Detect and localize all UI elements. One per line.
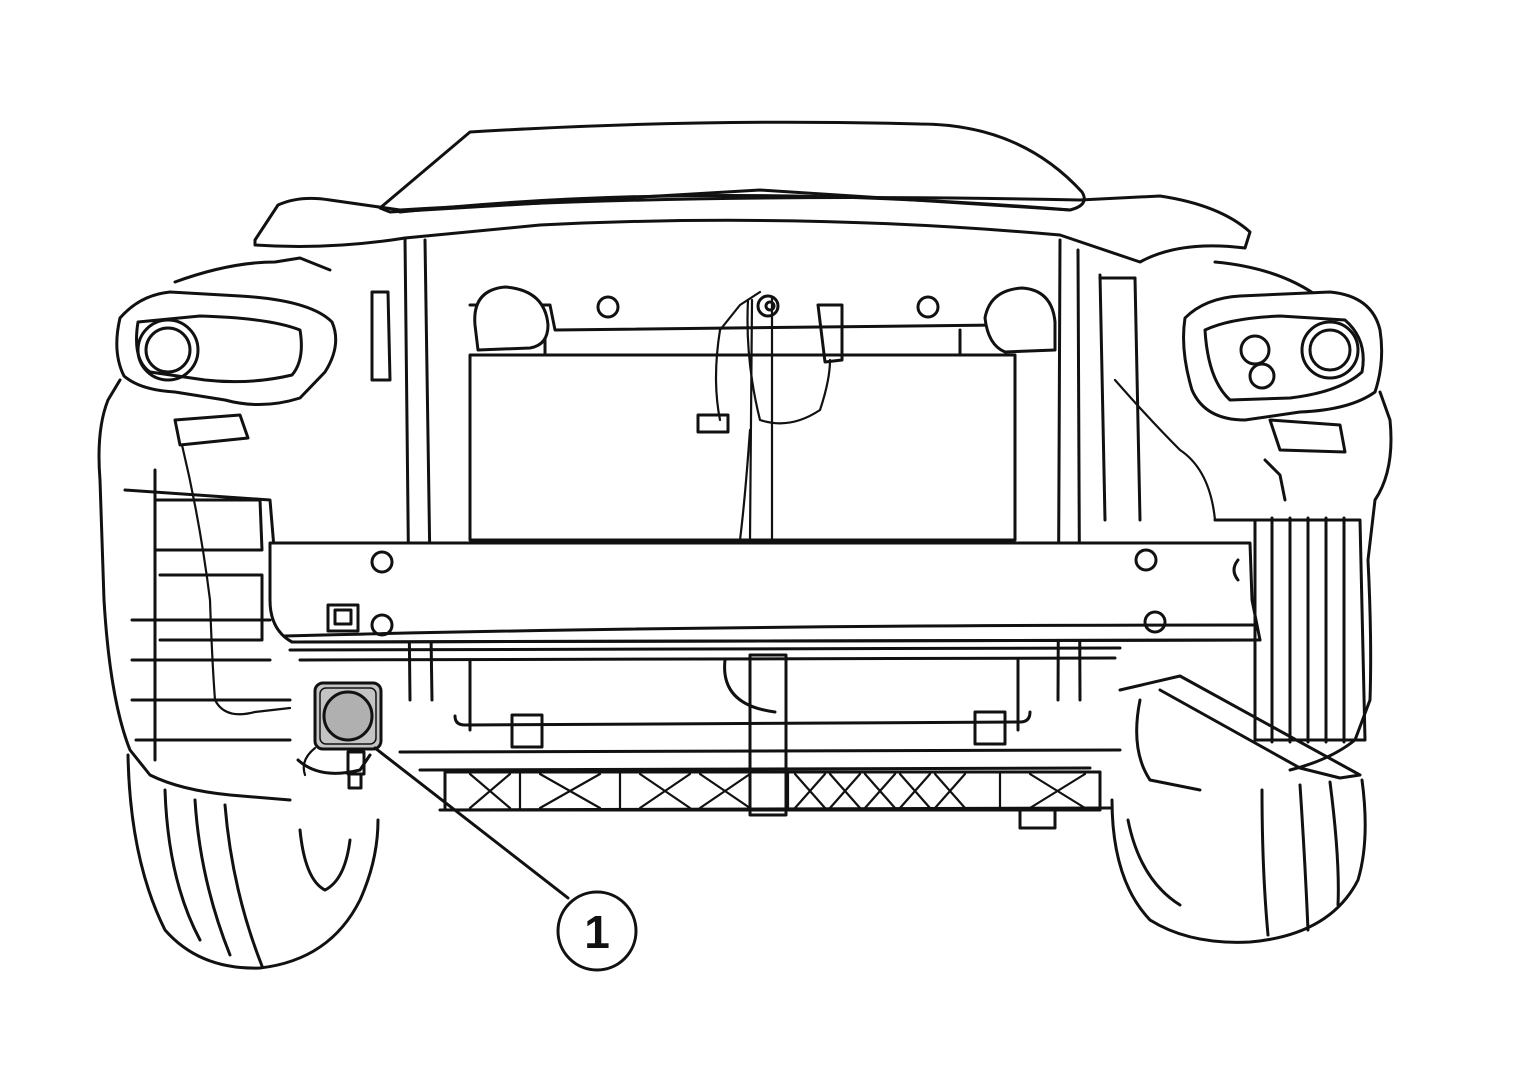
- right-fan-motor: [983, 286, 1057, 354]
- left-fan-motor: [473, 285, 550, 352]
- right-fender: [1113, 378, 1393, 772]
- bumper-reinforcement: [268, 541, 1262, 644]
- lower-grille-lattice: [443, 770, 1102, 812]
- right-tire: [1110, 778, 1367, 944]
- callout-1: 1: [373, 746, 638, 972]
- left-fender: [97, 378, 292, 802]
- right-lower-arm: [1118, 674, 1362, 792]
- lower-crossmember: [288, 646, 1122, 830]
- callout-leader-line: [373, 746, 570, 900]
- air-duct: [1213, 516, 1367, 744]
- callout-label: 1: [584, 906, 610, 958]
- right-headlamp: [1182, 290, 1384, 422]
- upper-body: [173, 194, 1322, 300]
- highlighted-component: [296, 681, 383, 790]
- radiator: [453, 328, 1032, 732]
- callout-circle: [556, 890, 638, 972]
- wiring-harness: [696, 290, 844, 542]
- left-headlamp: [115, 290, 338, 407]
- left-tire: [126, 753, 380, 970]
